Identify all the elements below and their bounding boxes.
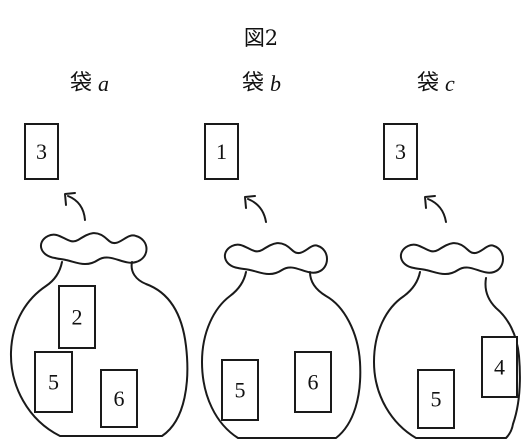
bag-c-drawn-card bbox=[383, 123, 418, 180]
bag-c-card-2-number: 5 bbox=[431, 387, 442, 412]
bag-c-drawn-card-number: 3 bbox=[395, 139, 406, 164]
bag-c-card-2 bbox=[417, 369, 455, 429]
bag-c-draw-arrow bbox=[424, 195, 447, 223]
bag-c-card-1-number: 4 bbox=[494, 355, 505, 380]
bag-b-card-1 bbox=[221, 359, 259, 421]
bag-a-card-1 bbox=[58, 285, 96, 349]
bag-b-body bbox=[201, 271, 362, 439]
bag-a-knot bbox=[39, 232, 148, 266]
bag-c-body bbox=[373, 271, 521, 439]
bag-b-card-2-number: 6 bbox=[308, 370, 319, 395]
bag-a-card-2 bbox=[34, 351, 73, 413]
bag-b-card-2 bbox=[294, 351, 332, 413]
bag-a-body bbox=[9, 261, 189, 437]
bag-a-drawn-card bbox=[24, 123, 59, 180]
bag-b-card-1-number: 5 bbox=[235, 378, 246, 403]
bag-b-drawn-card-number: 1 bbox=[216, 139, 227, 164]
bag-c-knot bbox=[399, 242, 504, 276]
bag-b-drawn-card bbox=[204, 123, 239, 180]
bag-b-draw-arrow bbox=[244, 195, 267, 223]
bag-b-knot bbox=[223, 242, 328, 276]
figure-title: 図2 bbox=[244, 26, 278, 50]
bag-a-card-3-number: 6 bbox=[114, 386, 125, 411]
bag-c-card-1 bbox=[481, 336, 518, 398]
bag-a-card-3 bbox=[100, 369, 138, 428]
bag-a-drawn-card-number: 3 bbox=[36, 139, 47, 164]
bag-a-card-2-number: 5 bbox=[48, 370, 59, 395]
bag-a-card-1-number: 2 bbox=[72, 305, 83, 330]
bag-a-draw-arrow bbox=[64, 192, 86, 221]
